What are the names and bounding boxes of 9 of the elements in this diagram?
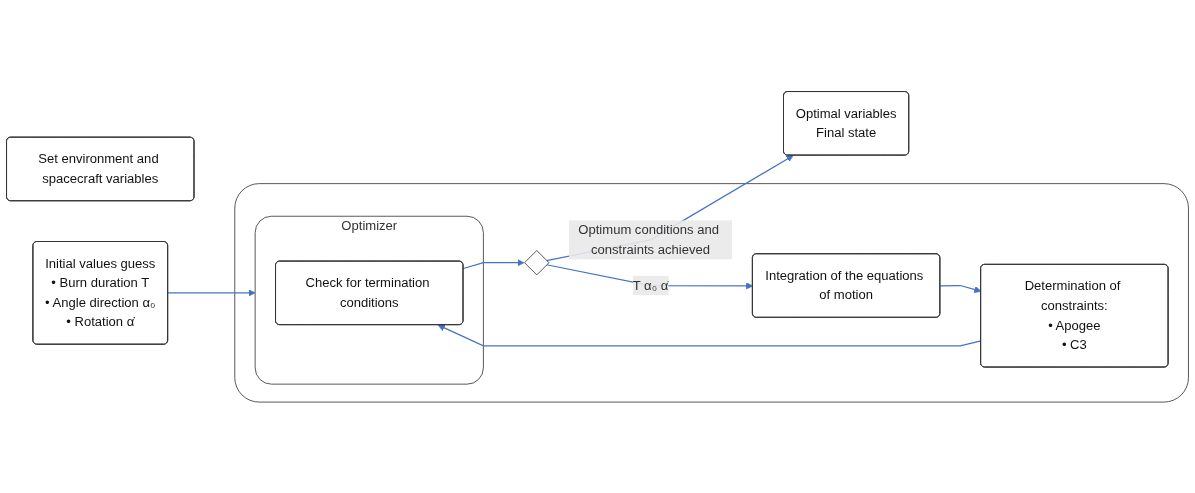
arrow	[545, 154, 794, 261]
arrow	[462, 258, 525, 269]
cluster	[234, 182, 1189, 403]
arrow	[939, 284, 982, 293]
arrow	[167, 288, 256, 297]
edge-label: Optimum conditions and constraints achieved	[578, 222, 719, 256]
node-diamond	[524, 249, 550, 276]
edge-label: T α₀ α̇	[632, 277, 669, 292]
arrow	[437, 324, 982, 347]
